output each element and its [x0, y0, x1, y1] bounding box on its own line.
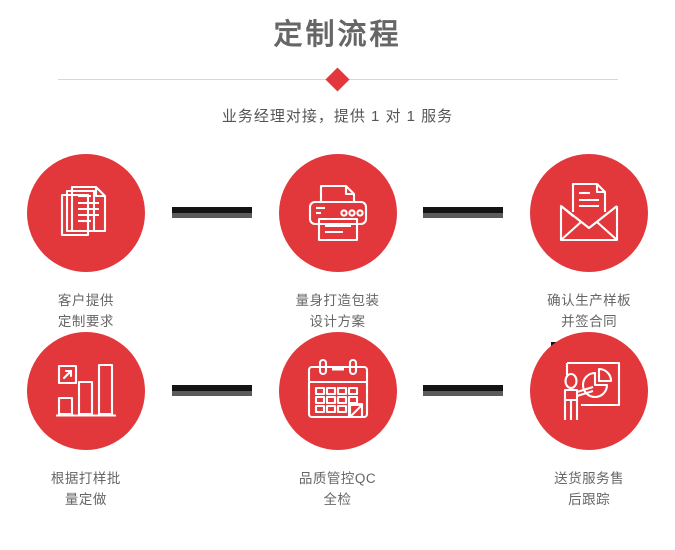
page-subtitle: 业务经理对接，提供 1 对 1 服务 — [221, 108, 454, 125]
connector-bar — [423, 207, 504, 213]
title-divider — [57, 66, 618, 92]
connector-bar — [423, 385, 504, 391]
flow-step-1-label: 客户提供 定制要求 — [57, 293, 114, 329]
flow-connector-4-5 — [171, 385, 252, 396]
flow-step-5[interactable]: 品质管控QC 全检 — [252, 332, 424, 510]
flow-step-1[interactable]: 客户提供 定制要求 — [0, 154, 172, 332]
flow-step-1-circle — [26, 154, 145, 272]
flow-step-3[interactable]: 确认生产样板 并签合同 — [503, 154, 675, 332]
flow-step-5-label: 品质管控QC 全检 — [298, 471, 377, 507]
flow-step-4-circle — [26, 332, 145, 450]
flow-step-3-circle — [530, 154, 649, 272]
flow-connector-2-3 — [423, 207, 504, 218]
connector-shadow — [423, 391, 504, 396]
connector-shadow — [171, 213, 252, 218]
page-title: 定制流程 — [273, 19, 402, 51]
connector-bar — [171, 385, 252, 391]
flow-step-2-label: 量身打造包装 设计方案 — [295, 293, 380, 329]
flow-step-5-circle — [278, 332, 397, 450]
flow-connector-5-6 — [423, 385, 504, 396]
calendar-icon — [304, 357, 372, 425]
presenter-pie-chart-icon — [555, 357, 623, 425]
diamond-marker-icon — [325, 66, 350, 92]
flow-step-2[interactable]: 量身打造包装 设计方案 — [252, 154, 424, 332]
flow-step-3-label: 确认生产样板 并签合同 — [547, 293, 632, 329]
flow-step-4-label: 根据打样批 量定做 — [50, 471, 121, 507]
documents-stack-icon — [53, 180, 119, 246]
printer-icon — [303, 178, 373, 248]
connector-shadow — [171, 391, 252, 396]
flow-connector-1-2 — [171, 207, 252, 218]
bar-chart-growth-icon — [53, 358, 119, 424]
flow-step-6-label: 送货服务售 后跟踪 — [554, 471, 625, 507]
connector-bar — [171, 207, 252, 213]
flow-step-2-circle — [278, 154, 397, 272]
flow-row-bottom: 根据打样批 量定做 — [0, 332, 675, 510]
envelope-letter-icon — [554, 178, 624, 248]
connector-shadow — [423, 213, 504, 218]
flow-step-6[interactable]: 送货服务售 后跟踪 — [503, 332, 675, 510]
process-flow: 客户提供 定制要求 — [0, 154, 675, 510]
flow-step-4[interactable]: 根据打样批 量定做 — [0, 332, 172, 510]
page-header: 定制流程 业务经理对接，提供 1 对 1 服务 — [0, 0, 675, 128]
flow-step-6-circle — [530, 332, 649, 450]
flow-row-top: 客户提供 定制要求 — [0, 154, 675, 332]
